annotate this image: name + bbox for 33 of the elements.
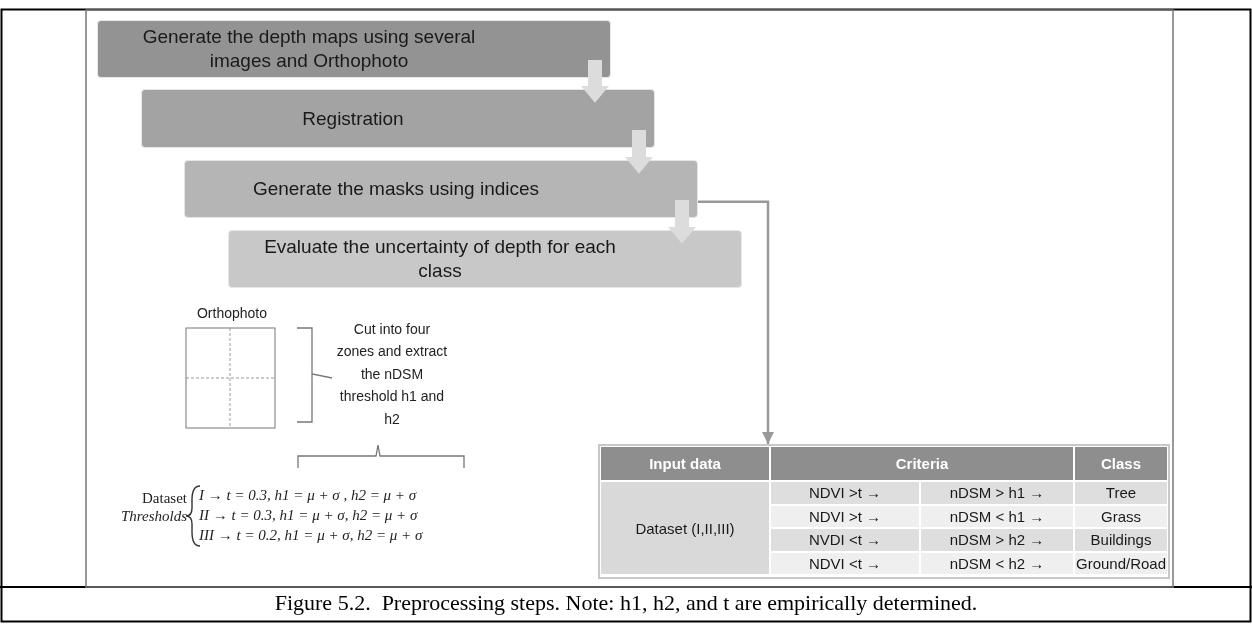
table-cell: Grass: [1074, 504, 1168, 528]
process-box: Evaluate the uncertainty of depth for each class: [228, 230, 742, 288]
figure-caption: Figure 5.2. Preprocessing steps. Note: h1, h2, and t are empirically determined.: [273, 590, 979, 616]
equation-label: Thresholds: [119, 508, 187, 525]
table-cell: nDSM < h2 →: [920, 551, 1074, 575]
equation-label: Dataset: [141, 490, 187, 507]
table-cell: NDVI >t →: [770, 504, 920, 528]
note-text: Cut into four zones and extract the nDSM threshold h1 and h2: [336, 320, 448, 429]
table-cell: NDVI >t →: [770, 481, 920, 505]
header-cell: Criteria: [770, 446, 1074, 481]
block-arrow: [581, 60, 609, 103]
equation-text: II → t = 0.3, h1 = μ + σ, h2 = μ + σ: [199, 507, 419, 524]
header-cell: Input data: [600, 446, 770, 481]
classification-table: [598, 444, 1170, 579]
table-cell: NDVI <t →: [770, 551, 920, 575]
table-cell: Buildings: [1074, 528, 1168, 552]
header-cell: Class: [1074, 446, 1168, 481]
table-cell: nDSM > h1 →: [920, 481, 1074, 505]
table-cell: Tree: [1074, 481, 1168, 505]
equation-text: I → t = 0.3, h1 = μ + σ , h2 = μ + σ: [199, 487, 418, 504]
equation-text: III → t = 0.2, h1 = μ + σ, h2 = μ + σ: [199, 527, 424, 544]
process-box: Generate the depth maps using several images and Orthophoto: [97, 20, 611, 78]
table-cell: NVDI <t →: [770, 528, 920, 552]
table-cell: nDSM > h2 →: [920, 528, 1074, 552]
table-cell: Ground/Road: [1074, 551, 1168, 575]
process-box: Registration: [141, 89, 655, 148]
table-cell: Dataset (I,II,III): [600, 481, 770, 575]
connector-arrow: [698, 200, 775, 444]
table-cell: nDSM < h1 →: [920, 504, 1074, 528]
block-arrow: [668, 200, 696, 244]
image-label: Orthophoto: [195, 305, 269, 321]
block-arrow: [625, 130, 653, 174]
process-box: Generate the masks using indices: [184, 160, 698, 218]
